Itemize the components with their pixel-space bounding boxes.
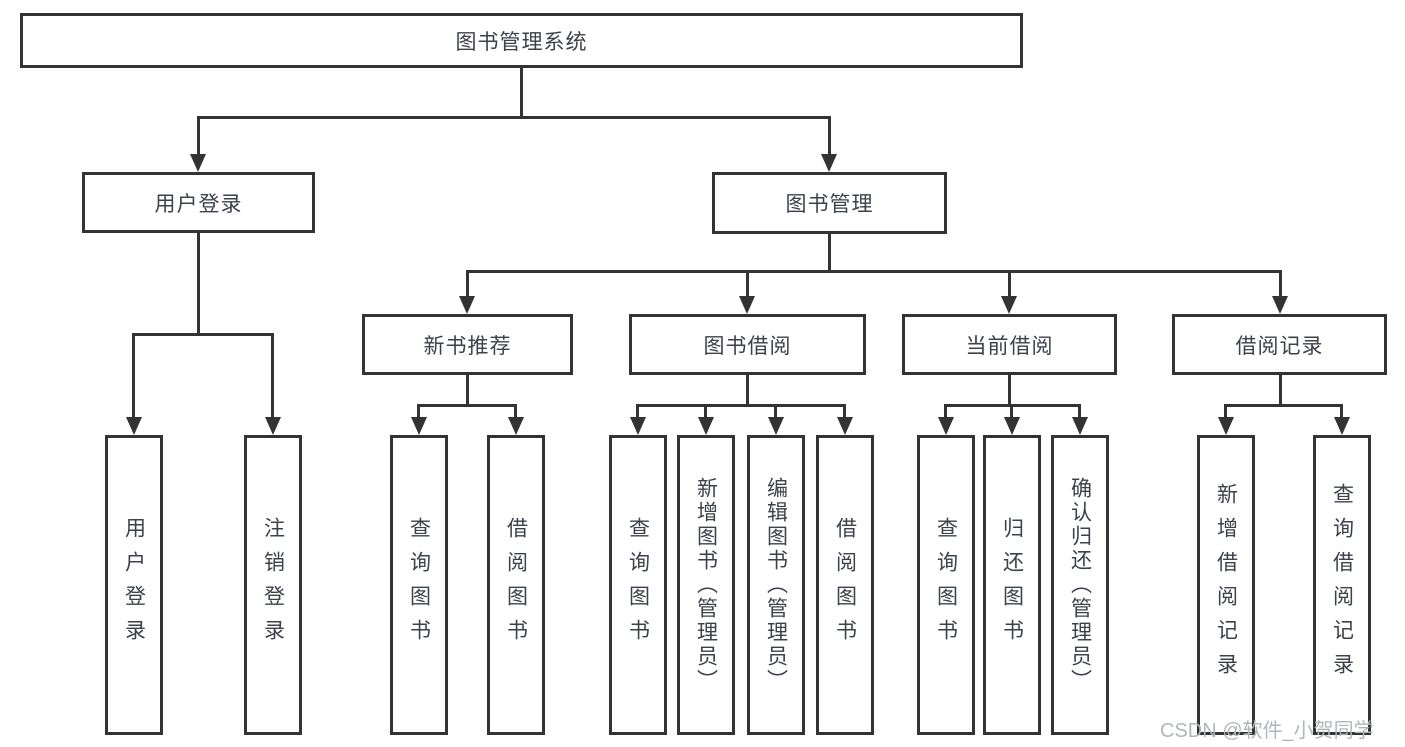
arrow-down-icon bbox=[508, 417, 524, 435]
connector bbox=[1010, 406, 1013, 419]
arrow-down-icon bbox=[698, 417, 714, 435]
connector bbox=[704, 406, 707, 419]
leaf-label: 查询借阅记录 bbox=[1330, 483, 1354, 687]
connector bbox=[828, 234, 831, 272]
arrow-down-icon bbox=[411, 417, 427, 435]
node-book-system: 图书管理系统 bbox=[20, 13, 1023, 68]
connector bbox=[132, 333, 274, 336]
connector bbox=[944, 404, 1081, 407]
arrow-down-icon bbox=[265, 417, 281, 435]
connector bbox=[843, 406, 846, 419]
node-borrow-records: 借阅记录 bbox=[1172, 314, 1387, 375]
leaf-label: 用户登录 bbox=[122, 517, 146, 653]
connector bbox=[746, 272, 749, 298]
leaf-label: 新增借阅记录 bbox=[1214, 483, 1238, 687]
leaf-logout: 注销登录 bbox=[244, 435, 302, 735]
connector bbox=[417, 406, 420, 419]
node-label: 新书推荐 bbox=[423, 334, 512, 358]
leaf-borrow-add-books-admin: 新增图书（管理员） bbox=[677, 435, 735, 735]
leaf-label: 注销登录 bbox=[261, 517, 285, 653]
connector bbox=[417, 404, 517, 407]
connector bbox=[636, 406, 639, 419]
connector bbox=[514, 406, 517, 419]
connector bbox=[466, 272, 469, 298]
arrow-down-icon bbox=[821, 154, 837, 172]
arrow-down-icon bbox=[938, 417, 954, 435]
connector bbox=[197, 118, 200, 156]
leaf-recommend-query-books: 查询图书 bbox=[390, 435, 448, 735]
leaf-label: 确认归还（管理员） bbox=[1068, 477, 1092, 693]
node-label: 当前借阅 bbox=[965, 334, 1054, 358]
arrow-down-icon bbox=[126, 417, 142, 435]
node-new-book-recommend: 新书推荐 bbox=[362, 314, 573, 375]
leaf-current-query-books: 查询图书 bbox=[917, 435, 975, 735]
node-label: 图书管理系统 bbox=[455, 30, 588, 54]
connector bbox=[636, 404, 846, 407]
node-label: 用户登录 bbox=[154, 192, 243, 216]
leaf-borrow-edit-books-admin: 编辑图书（管理员） bbox=[747, 435, 805, 735]
connector bbox=[1279, 272, 1282, 298]
connector bbox=[1078, 406, 1081, 419]
connector bbox=[271, 335, 274, 419]
connector bbox=[1224, 406, 1227, 419]
connector bbox=[466, 375, 469, 406]
connector bbox=[132, 335, 135, 419]
arrow-down-icon bbox=[630, 417, 646, 435]
leaf-current-return-books: 归还图书 bbox=[983, 435, 1041, 735]
leaf-records-add-record: 新增借阅记录 bbox=[1197, 435, 1255, 735]
node-label: 借阅记录 bbox=[1235, 334, 1324, 358]
connector bbox=[828, 118, 831, 156]
connector bbox=[944, 406, 947, 419]
node-label: 图书借阅 bbox=[703, 334, 792, 358]
leaf-user-login: 用户登录 bbox=[105, 435, 163, 735]
connector bbox=[1008, 375, 1011, 406]
leaf-label: 借阅图书 bbox=[504, 517, 528, 653]
connector bbox=[774, 406, 777, 419]
node-book-management: 图书管理 bbox=[712, 172, 947, 234]
arrow-down-icon bbox=[1072, 417, 1088, 435]
arrow-down-icon bbox=[837, 417, 853, 435]
connector bbox=[1279, 375, 1282, 406]
connector bbox=[1224, 404, 1343, 407]
leaf-label: 归还图书 bbox=[1000, 517, 1024, 653]
leaf-label: 查询图书 bbox=[626, 517, 650, 653]
csdn-watermark: CSDN @软件_小贺同学 bbox=[1160, 720, 1374, 742]
leaf-records-query-record: 查询借阅记录 bbox=[1313, 435, 1371, 735]
node-current-borrowing: 当前借阅 bbox=[902, 314, 1117, 375]
leaf-borrow-borrow-books: 借阅图书 bbox=[816, 435, 874, 735]
arrow-down-icon bbox=[459, 296, 475, 314]
connector bbox=[1008, 272, 1011, 298]
arrow-down-icon bbox=[190, 154, 206, 172]
connector bbox=[746, 375, 749, 406]
arrow-down-icon bbox=[768, 417, 784, 435]
arrow-down-icon bbox=[1218, 417, 1234, 435]
leaf-label: 编辑图书（管理员） bbox=[764, 477, 788, 693]
arrow-down-icon bbox=[1004, 417, 1020, 435]
arrow-down-icon bbox=[1334, 417, 1350, 435]
leaf-label: 借阅图书 bbox=[833, 517, 857, 653]
leaf-borrow-query-books: 查询图书 bbox=[609, 435, 667, 735]
arrow-down-icon bbox=[1001, 296, 1017, 314]
leaf-recommend-borrow-books: 借阅图书 bbox=[487, 435, 545, 735]
leaf-current-confirm-return-admin: 确认归还（管理员） bbox=[1051, 435, 1109, 735]
connector bbox=[466, 270, 1282, 273]
arrow-down-icon bbox=[1272, 296, 1288, 314]
arrow-down-icon bbox=[739, 296, 755, 314]
connector bbox=[520, 68, 523, 118]
node-user-login: 用户登录 bbox=[82, 172, 315, 233]
connector bbox=[197, 116, 831, 119]
connector bbox=[1340, 406, 1343, 419]
node-book-borrowing: 图书借阅 bbox=[629, 314, 866, 375]
leaf-label: 新增图书（管理员） bbox=[694, 477, 718, 693]
leaf-label: 查询图书 bbox=[407, 517, 431, 653]
leaf-label: 查询图书 bbox=[934, 517, 958, 653]
connector bbox=[197, 233, 200, 335]
node-label: 图书管理 bbox=[785, 193, 874, 216]
